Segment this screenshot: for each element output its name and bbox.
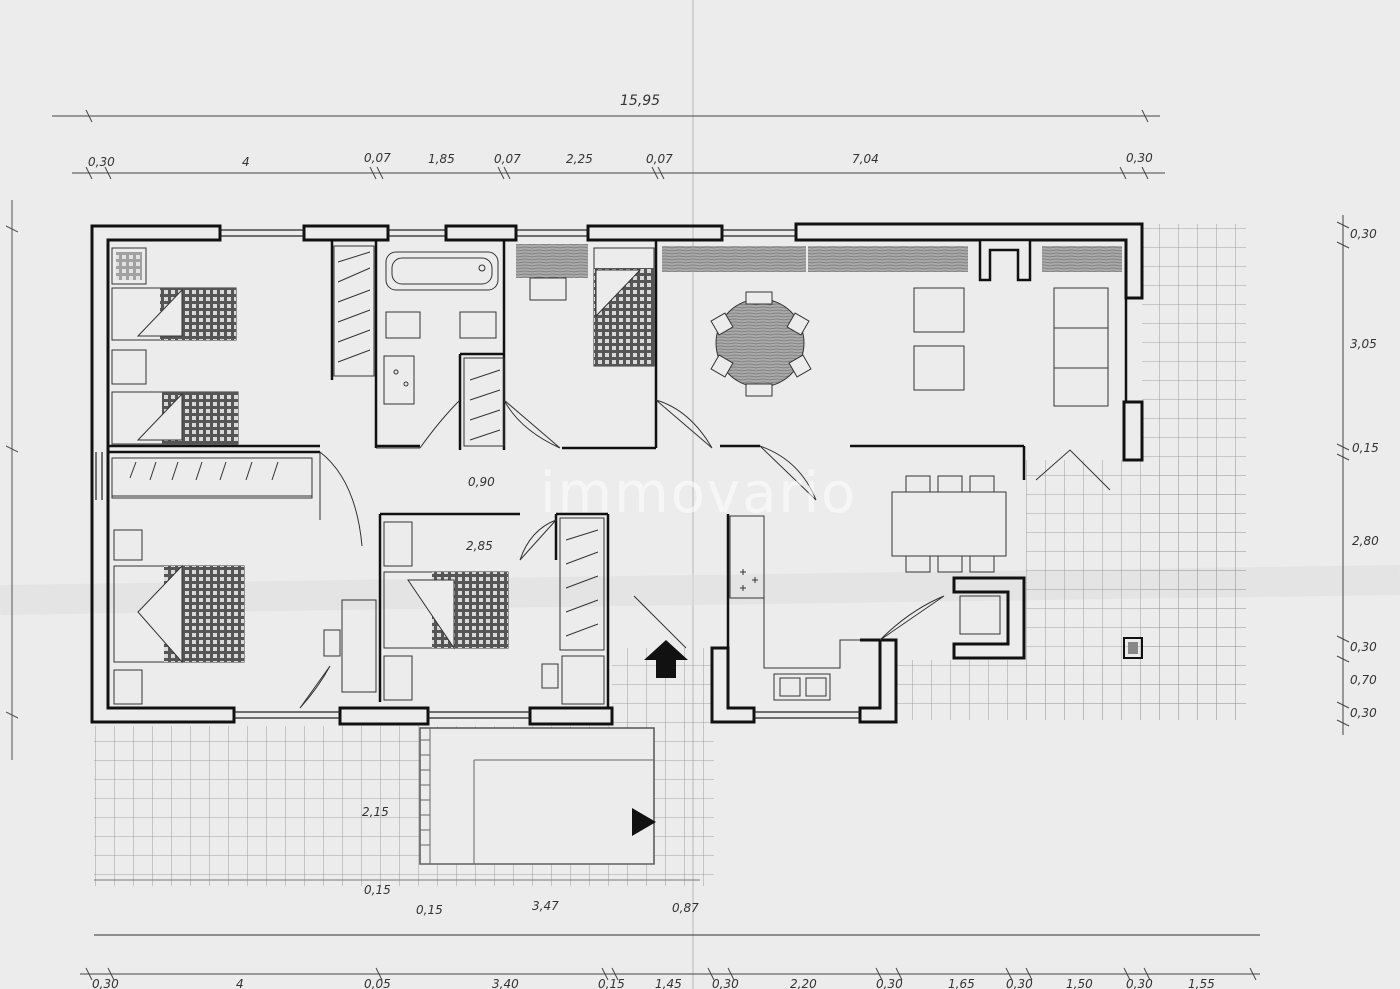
dim-right-1: 3,05 — [1350, 337, 1377, 351]
dim-bottom-8: 0,30 — [876, 977, 903, 989]
windows — [95, 229, 860, 719]
dim-bedroom4: 2,85 — [466, 539, 493, 553]
dim-bottom-13: 1,55 — [1188, 977, 1215, 989]
dim-bottom-0: 0,30 — [92, 977, 119, 989]
wood-shelf — [808, 246, 968, 272]
kitchen — [729, 475, 1007, 701]
top-dimension-line — [72, 166, 1165, 180]
dim-bottom-12: 0,30 — [1126, 977, 1153, 989]
desk — [561, 655, 605, 705]
sofa — [1053, 287, 1109, 407]
dim-bottom-10: 0,30 — [1006, 977, 1033, 989]
nightstand — [111, 247, 147, 285]
bottom-dimension-line — [80, 967, 1260, 981]
nightstand — [113, 529, 143, 561]
dim-terrace-depth: 2,15 — [362, 805, 389, 819]
door-swings — [299, 399, 1111, 709]
dim-top-1: 4 — [242, 155, 250, 169]
double-sink — [773, 673, 831, 701]
right-dimension-line — [1336, 215, 1350, 735]
terrace-arrow-icon — [632, 808, 656, 836]
armchair — [913, 287, 965, 333]
wood-shelf — [662, 246, 806, 272]
kitchen-chair — [959, 595, 1001, 635]
dim-bottom-4: 0,15 — [598, 977, 625, 989]
armchair — [913, 345, 965, 391]
dim-bottom-7: 2,20 — [790, 977, 817, 989]
dim-right-2: 0,15 — [1352, 441, 1379, 455]
dim-right-6: 0,30 — [1350, 706, 1377, 720]
dim-bottom-3: 3,40 — [492, 977, 519, 989]
dim-bottom-2: 0,05 — [364, 977, 391, 989]
dim-corridor-width: 0,90 — [468, 475, 495, 489]
wood-shelf — [1042, 246, 1122, 272]
nightstand — [383, 521, 413, 567]
dim-landing: 0,87 — [672, 901, 699, 915]
dim-step-a: 0,15 — [364, 883, 391, 897]
wood-sill — [516, 244, 588, 278]
bath-fixture — [385, 311, 421, 339]
dim-bottom-5: 1,45 — [655, 977, 682, 989]
bedroom-2 — [516, 244, 655, 367]
terrace-post — [1123, 637, 1143, 659]
chimney — [978, 238, 1032, 282]
dim-top-4: 0,07 — [494, 152, 521, 166]
dim-bottom-9: 1,65 — [948, 977, 975, 989]
bathroom — [383, 251, 505, 447]
dim-top-0: 0,30 — [88, 155, 115, 169]
dim-right-5: 0,70 — [1350, 673, 1377, 687]
living-room — [662, 246, 1122, 407]
desk — [529, 277, 567, 301]
dim-right-0: 0,30 — [1350, 227, 1377, 241]
dim-top-5: 2,25 — [566, 152, 593, 166]
round-table — [715, 298, 805, 388]
chair — [323, 629, 341, 657]
bedroom-4 — [383, 517, 605, 705]
dim-bottom-11: 1,50 — [1066, 977, 1093, 989]
hall-wardrobe — [111, 457, 313, 499]
wardrobe — [559, 517, 605, 651]
overall-width-label: 15,95 — [620, 93, 660, 109]
stair-steps — [420, 728, 654, 865]
dim-top-2: 0,07 — [364, 151, 391, 165]
bedroom-3 — [113, 529, 377, 705]
nightstand — [111, 349, 147, 385]
dim-right-4: 0,30 — [1350, 640, 1377, 654]
desk — [341, 599, 377, 693]
bedroom-1 — [111, 247, 239, 445]
bath-fixture — [459, 311, 497, 339]
interior-walls — [108, 240, 1128, 708]
shower — [463, 357, 505, 447]
left-dimension-line — [5, 200, 19, 760]
overall-dimension-line — [52, 109, 1160, 123]
chair — [541, 663, 559, 689]
dim-bottom-1: 4 — [236, 977, 244, 989]
dim-top-8: 0,30 — [1126, 151, 1153, 165]
dim-top-6: 0,07 — [646, 152, 673, 166]
dim-top-3: 1,85 — [428, 152, 455, 166]
dim-step-b: 0,15 — [416, 903, 443, 917]
nightstand — [383, 655, 413, 701]
nightstand — [113, 669, 143, 705]
dim-bottom-6: 0,30 — [712, 977, 739, 989]
dim-right-3: 2,80 — [1352, 534, 1379, 548]
entrance-arrow-icon — [644, 640, 688, 678]
sink-counter — [383, 355, 415, 405]
watermark: immovario — [540, 461, 857, 526]
stairs-area — [419, 727, 655, 865]
dim-stairs-width: 3,47 — [532, 899, 559, 913]
bathtub — [385, 251, 499, 291]
wardrobe — [333, 245, 375, 377]
dim-top-7: 7,04 — [852, 152, 879, 166]
chairs — [710, 291, 812, 397]
